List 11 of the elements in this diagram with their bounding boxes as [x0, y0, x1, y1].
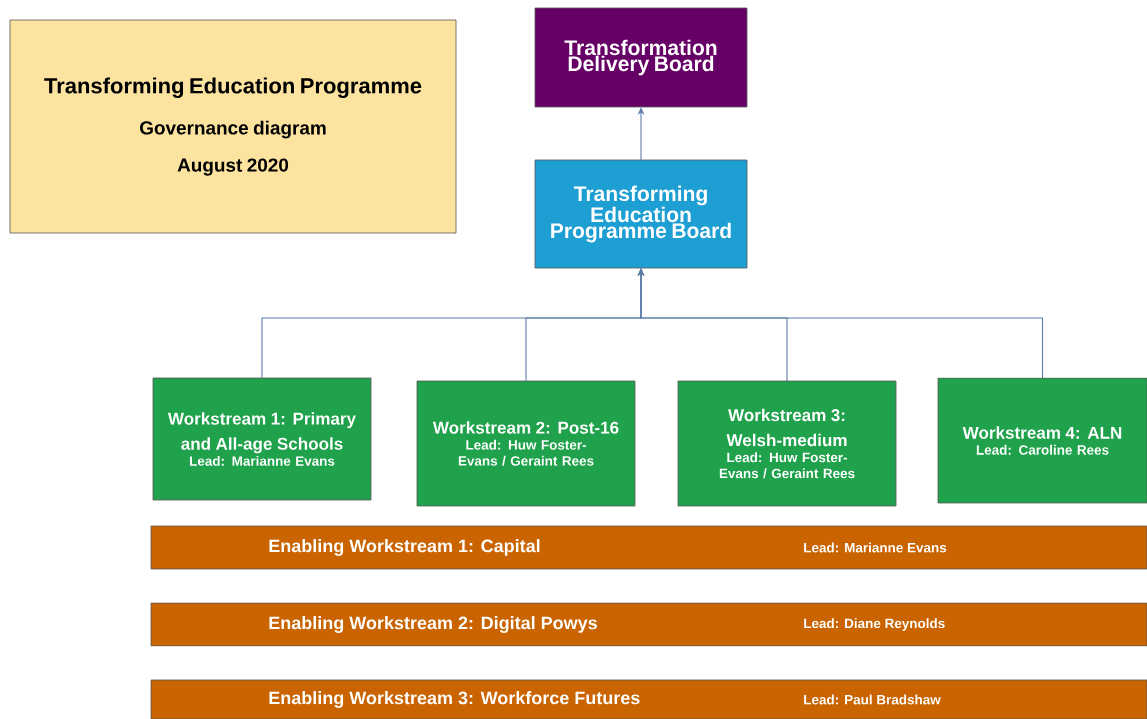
arrow: [637, 268, 1044, 379]
board-box: Transformation Delivery Board: [534, 7, 748, 108]
workstream-box: Workstream 2: Post-16 Lead: Huw Foster-Evans / Geraint Rees: [416, 380, 636, 507]
enabling-bar: Enabling Workstream 2: Digital Powys Lead: Diane Reynolds: [150, 602, 1147, 647]
enabling-bar: Enabling Workstream 1: Capital Lead: Marianne Evans: [150, 525, 1147, 570]
workstream-box: Workstream 1: Primary and All-age Schools Lead: Marianne Evans: [152, 377, 372, 501]
board-box: Transforming Education Programme Board: [534, 159, 748, 269]
workstream-box: Workstream 4: ALN Lead: Caroline Rees: [937, 377, 1147, 504]
title-box: Transforming Education Programme Governance diagram August 2020: [9, 19, 457, 234]
enabling-bar: Enabling Workstream 3: Workforce Futures Lead: Paul Bradshaw: [150, 679, 1147, 719]
workstream-box: Workstream 3: Welsh-medium Lead: Huw Foster-Evans / Geraint Rees: [677, 380, 897, 507]
